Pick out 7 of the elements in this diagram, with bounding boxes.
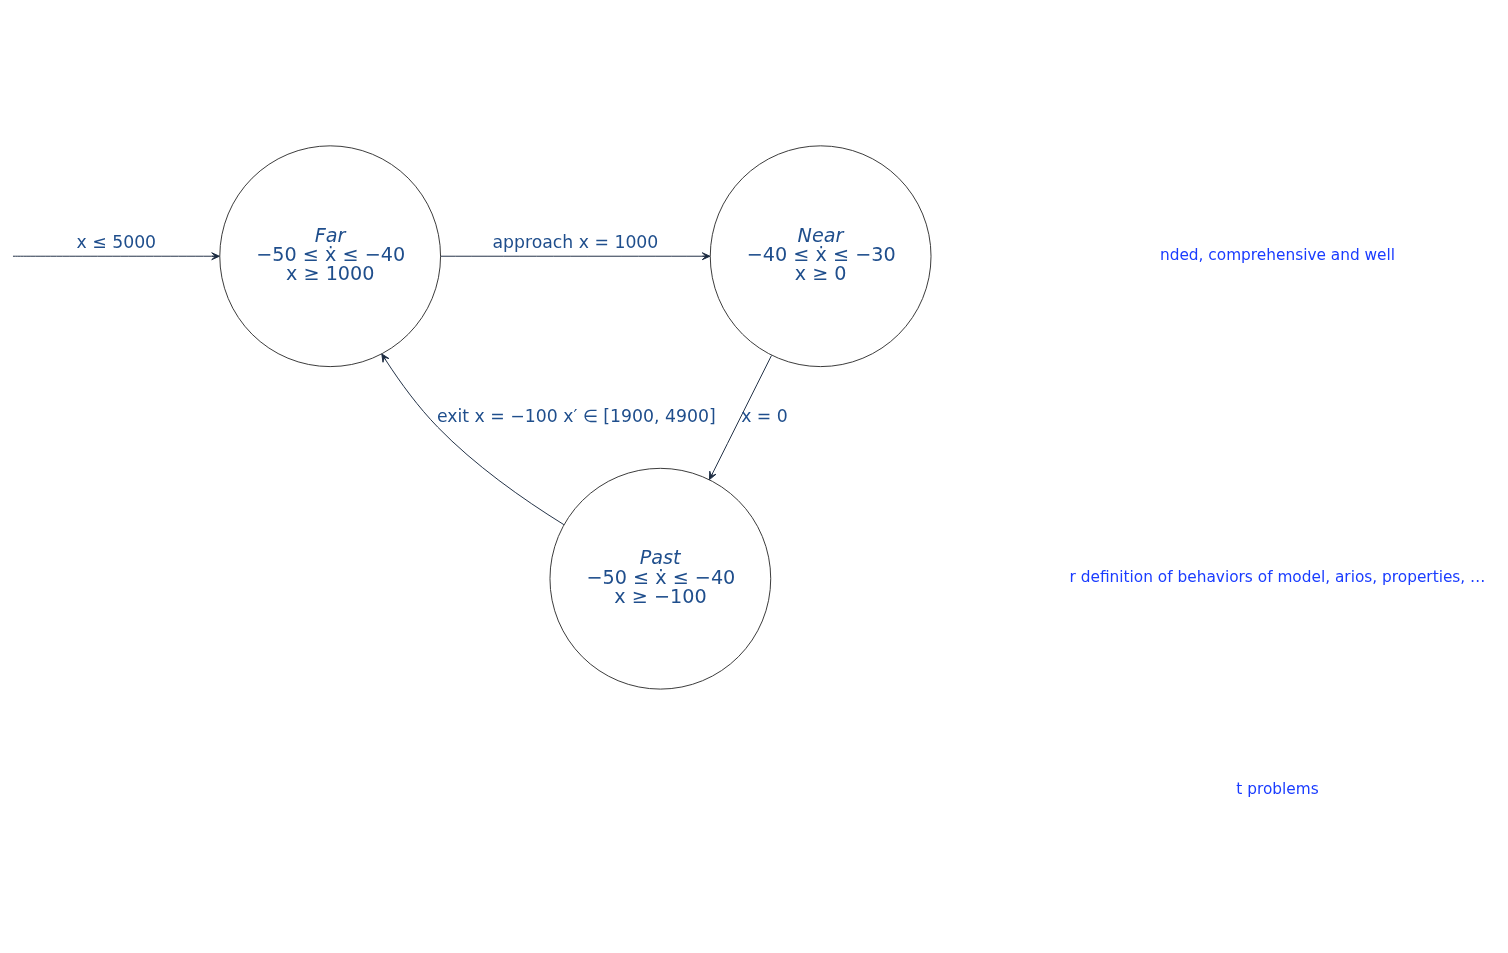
label: r definition of behaviors of model, arios, properties, … <box>1069 568 1486 587</box>
edge-label: x ≤ 5000 <box>76 231 157 252</box>
edge-label: x = 0 <box>741 405 788 426</box>
edge-label: exit x = −100 x′ ∈ [1900, 4900] <box>437 405 716 426</box>
edge-label: approach x = 1000 <box>492 231 659 252</box>
label: t problems <box>1236 779 1319 798</box>
label: nded, comprehensive and well <box>1159 245 1396 264</box>
